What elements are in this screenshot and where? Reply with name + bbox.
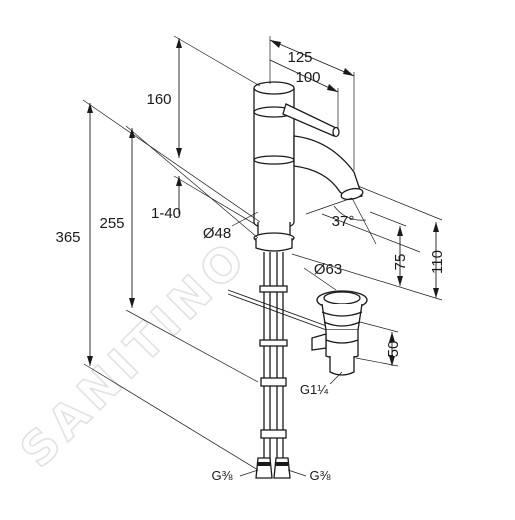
watermark-text: SANITINO bbox=[10, 229, 259, 478]
dim-125-label: 125 bbox=[287, 49, 312, 66]
dim-1-40-label: 1-40 bbox=[151, 205, 181, 222]
dim-160-label: 160 bbox=[146, 91, 171, 108]
thread-waste-label: G1¼ bbox=[300, 382, 328, 397]
dim-100-label: 100 bbox=[295, 69, 320, 86]
dim-75-label: 75 bbox=[392, 254, 409, 271]
dim-diameter-63-label: Ø63 bbox=[314, 261, 342, 278]
supply-hoses bbox=[227, 252, 333, 479]
pop-up-waste bbox=[311, 290, 368, 376]
dim-110-label: 110 bbox=[429, 250, 446, 274]
dim-diameter-48-label: Ø48 bbox=[203, 225, 231, 242]
faucet bbox=[253, 81, 364, 252]
thread-hose-left-label: G⅜ bbox=[212, 468, 233, 483]
dim-255-label: 255 bbox=[99, 215, 124, 232]
dim-50-label: 50 bbox=[385, 341, 402, 358]
dim-365-label: 365 bbox=[55, 229, 80, 246]
dim-angle-37-label: 37° bbox=[332, 213, 355, 230]
thread-hose-right-label: G⅜ bbox=[310, 468, 331, 483]
dimension-lines bbox=[82, 35, 443, 477]
